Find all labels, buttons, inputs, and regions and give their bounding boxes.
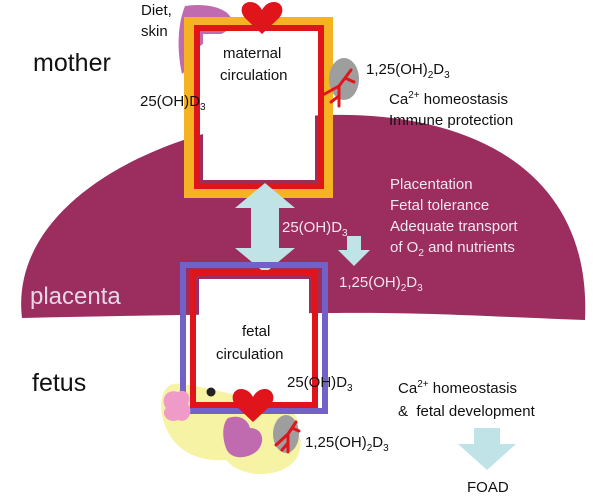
maternal-heart-icon (241, 2, 283, 34)
mother-label: mother (33, 49, 111, 77)
maternal-ca-homeostasis-label: Ca2+ homeostasis (389, 90, 508, 108)
placental-25ohd3-label: 25(OH)D3 (282, 219, 348, 239)
fetal-125oh2d3-label: 1,25(OH)2D3 (305, 434, 389, 454)
maternal-125oh2d3-label: 1,25(OH)2D3 (366, 61, 450, 81)
fetal-circulation-label-2: circulation (216, 346, 284, 363)
fetal-liver-icon (223, 416, 263, 458)
immune-protection-label: Immune protection (389, 112, 513, 129)
fetal-pink-lobe-icon (163, 390, 191, 421)
fetal-circulation-label-1: fetal (242, 323, 270, 340)
placenta-shape (21, 114, 586, 320)
exchange-double-arrow (235, 183, 295, 273)
foad-arrow (458, 428, 516, 470)
placentation-label: Placentation (390, 176, 473, 193)
foad-label: FOAD (467, 479, 509, 496)
fetal-kidney-vessels (274, 420, 301, 454)
maternal-25ohd3-label: 25(OH)D3 (140, 93, 206, 113)
maternal-circulation-label-1: maternal (223, 45, 281, 62)
skin-label: skin (141, 23, 168, 40)
adequate-transport-label: Adequate transport (390, 218, 518, 235)
fetal-heart-icon (232, 389, 274, 422)
fetal-ca-homeostasis-label: Ca2+ homeostasis (398, 379, 517, 397)
fetal-25ohd3-label: 25(OH)D3 (287, 374, 353, 394)
placenta-label: placenta (30, 283, 121, 310)
o2-nutrients-label: of O2 and nutrients (390, 239, 515, 259)
placental-125oh2d3-label: 1,25(OH)2D3 (339, 274, 423, 294)
fetus-label: fetus (32, 369, 86, 397)
placental-conversion-arrow (338, 236, 370, 266)
fetal-development-label: & fetal development (398, 403, 536, 420)
maternal-kidney-vessels (319, 68, 356, 108)
diet-label: Diet, (141, 2, 172, 19)
maternal-circulation-label-2: circulation (220, 67, 288, 84)
fetal-eye-icon (206, 387, 216, 397)
fetal-tolerance-label: Fetal tolerance (390, 197, 489, 214)
